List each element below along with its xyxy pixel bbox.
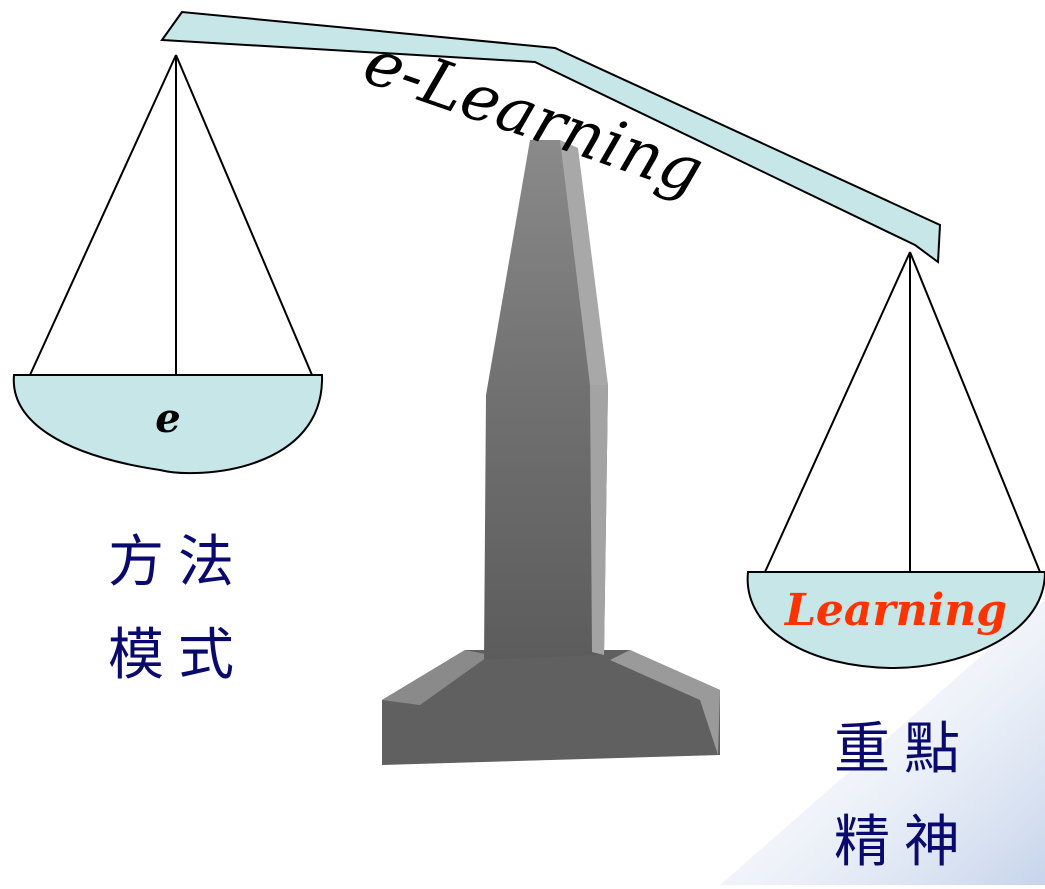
corner-decoration	[720, 600, 1045, 885]
right-caption-1: 重點	[834, 717, 974, 782]
right-pan: Learning	[746, 571, 1045, 670]
right-pan-strings	[764, 251, 1041, 573]
scale-stand-post	[484, 140, 608, 660]
scale-stand-base	[382, 650, 720, 765]
left-pan-label: e	[155, 395, 180, 442]
left-caption-1: 方法	[108, 530, 248, 595]
left-pan-strings	[29, 54, 313, 376]
right-pan-label: Learning	[783, 585, 1007, 636]
right-caption-2: 精神	[834, 810, 974, 875]
left-pan: e	[12, 374, 324, 475]
left-caption-2: 模式	[108, 623, 248, 688]
